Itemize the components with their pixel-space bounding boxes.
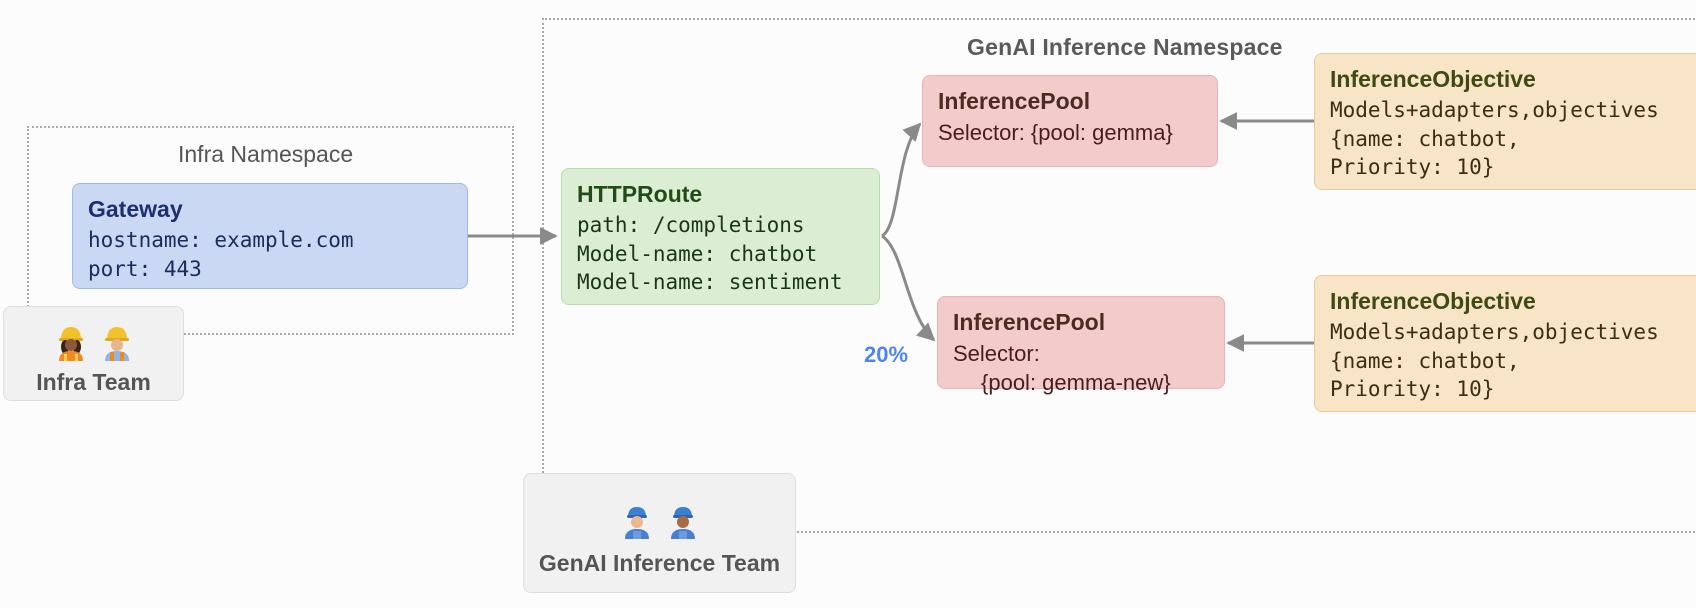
mechanic-icon bbox=[670, 507, 695, 539]
inference-objective-bottom: InferenceObjective Models+adapters,objec… bbox=[1314, 275, 1696, 412]
genai-namespace-boundary bbox=[542, 18, 1696, 533]
infra-team-label: Infra Team bbox=[36, 369, 151, 395]
httproute-to-pool1-arrow bbox=[881, 122, 922, 238]
pool-title: InferencePool bbox=[938, 88, 1091, 114]
httproute-to-pool2-arrow bbox=[881, 234, 936, 342]
pool-selector-label: Selector: bbox=[953, 341, 1040, 366]
pool-title: InferencePool bbox=[953, 309, 1106, 335]
objective-title: InferenceObjective bbox=[1330, 66, 1536, 92]
gateway-title: Gateway bbox=[88, 196, 183, 222]
objective-line-2: {name: chatbot, bbox=[1330, 126, 1520, 151]
inference-pool-gemma: InferencePool Selector: {pool: gemma} bbox=[922, 75, 1218, 167]
infra-namespace-boundary bbox=[27, 126, 514, 335]
inference-objective-top: InferenceObjective Models+adapters,objec… bbox=[1314, 53, 1696, 190]
gateway-port: port: 443 bbox=[88, 256, 202, 281]
objective-line-3: Priority: 10} bbox=[1330, 377, 1495, 401]
httproute-model-sentiment: Model-name: sentiment bbox=[577, 270, 843, 294]
httproute-path: path: /completions bbox=[577, 213, 805, 237]
traffic-split-label: 20% bbox=[864, 342, 909, 367]
infra-namespace-title: Infra Namespace bbox=[178, 141, 354, 167]
genai-team-label: GenAI Inference Team bbox=[538, 550, 781, 576]
construction-worker-icon bbox=[58, 327, 83, 361]
objective-line-3: Priority: 10} bbox=[1330, 155, 1495, 179]
pool-selector-value: {pool: gemma-new} bbox=[981, 370, 1171, 395]
objective-line-2: {name: chatbot, bbox=[1330, 348, 1520, 373]
objective-line-1: Models+adapters,objectives bbox=[1330, 320, 1659, 344]
genai-team-badge: GenAI Inference Team bbox=[523, 473, 796, 593]
pool-selector: Selector: {pool: gemma} bbox=[938, 120, 1173, 145]
gateway-hostname: hostname: example.com bbox=[88, 228, 354, 252]
inference-pool-gemma-new: InferencePool Selector: {pool: gemma-new… bbox=[937, 296, 1225, 395]
genai-namespace-title: GenAI Inference Namespace bbox=[967, 34, 1283, 60]
httproute-card: HTTPRoute path: /completions Model-name:… bbox=[561, 168, 880, 305]
mechanic-icon bbox=[624, 507, 649, 539]
construction-worker-icon bbox=[104, 327, 129, 361]
objective-title: InferenceObjective bbox=[1330, 288, 1536, 314]
httproute-title: HTTPRoute bbox=[577, 181, 703, 207]
gateway-card: Gateway hostname: example.com port: 443 bbox=[72, 183, 468, 289]
objective-line-1: Models+adapters,objectives bbox=[1330, 98, 1659, 122]
infra-team-badge: Infra Team bbox=[3, 306, 184, 401]
httproute-model-chatbot: Model-name: chatbot bbox=[577, 241, 818, 266]
